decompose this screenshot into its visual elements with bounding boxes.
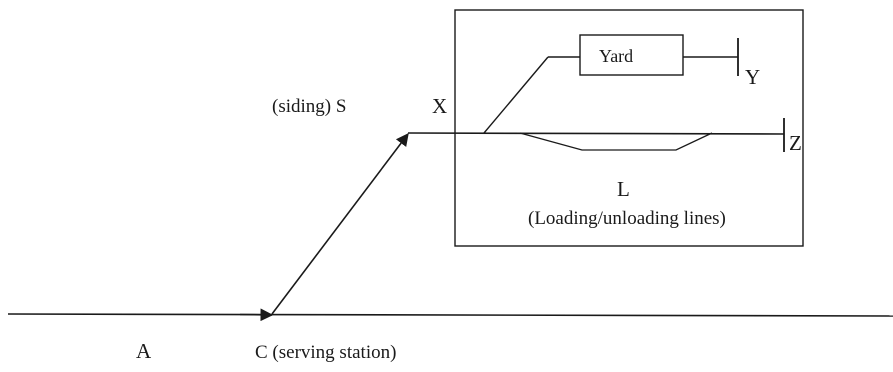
loading-area-l-label: L: [617, 177, 630, 201]
stop-y-label: Y: [745, 65, 760, 89]
yard-label: Yard: [599, 46, 633, 66]
yard-connecting-line: [483, 56, 549, 134]
siding-line: [407, 132, 785, 135]
main-line: [7, 313, 893, 317]
station-a-label: A: [136, 339, 152, 363]
main-line-arrow: [239, 308, 274, 322]
loading-lines-label: (Loading/unloading lines): [528, 208, 726, 229]
loading-loop-line: [519, 132, 713, 151]
yard-box: [579, 34, 684, 76]
siding-branch-line: [271, 132, 409, 315]
siding-label: (siding) S: [272, 96, 346, 117]
junction-x-label: X: [432, 94, 447, 118]
serving-station-c-label: C (serving station): [255, 342, 396, 363]
terminal-area-box: [454, 9, 804, 247]
stop-z-label: Z: [789, 131, 802, 155]
